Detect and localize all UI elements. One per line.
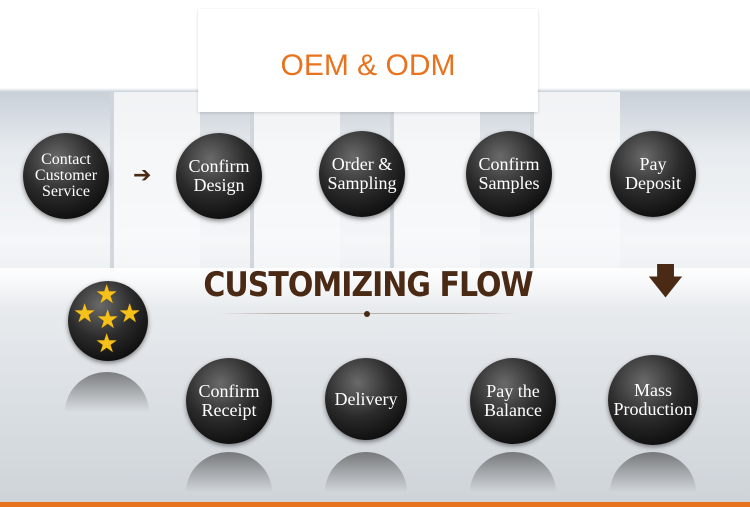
step-label: Delivery <box>334 388 398 409</box>
step-label: Order & Sampling <box>327 154 397 193</box>
title-dot <box>364 311 370 317</box>
flow-title: CUSTOMIZING FLOW <box>203 265 533 306</box>
step-pay-deposit: Pay Deposit <box>610 131 696 217</box>
step-label: Contact Customer Service <box>34 151 98 200</box>
step-label: Confirm Samples <box>478 154 540 193</box>
star-icon: ★ <box>95 280 119 310</box>
step-order-sampling: Order & Sampling <box>319 131 405 217</box>
star-icon: ★ <box>118 299 142 329</box>
stars-badge-icon <box>68 281 148 361</box>
step-label: Pay the Balance <box>484 381 542 420</box>
step-confirm-receipt: Confirm Receipt <box>186 358 272 444</box>
step-label: Confirm Design <box>188 156 250 195</box>
star-icon: ★ <box>95 329 119 359</box>
arrow-right-icon: ➔ <box>133 163 152 188</box>
step-pay-the-balance: Pay the Balance <box>470 358 556 444</box>
step-delivery: Delivery <box>325 358 407 440</box>
step-label: Confirm Receipt <box>198 381 260 420</box>
step-label: Pay Deposit <box>625 154 681 193</box>
bottom-accent-bar <box>0 502 750 507</box>
step-confirm-samples: Confirm Samples <box>466 131 552 217</box>
header-title: OEM & ODM <box>280 49 456 82</box>
step-mass-production: Mass Production <box>608 355 698 445</box>
step-label: Mass Production <box>613 380 693 419</box>
step-confirm-design: Confirm Design <box>176 133 262 219</box>
star-icon: ★ <box>96 305 120 335</box>
star-icon: ★ <box>73 299 97 329</box>
arrow-down-icon: 🡇 <box>647 261 685 302</box>
header-box: OEM & ODM <box>198 9 538 112</box>
step-contact-customer-service: Contact Customer Service <box>23 133 109 219</box>
